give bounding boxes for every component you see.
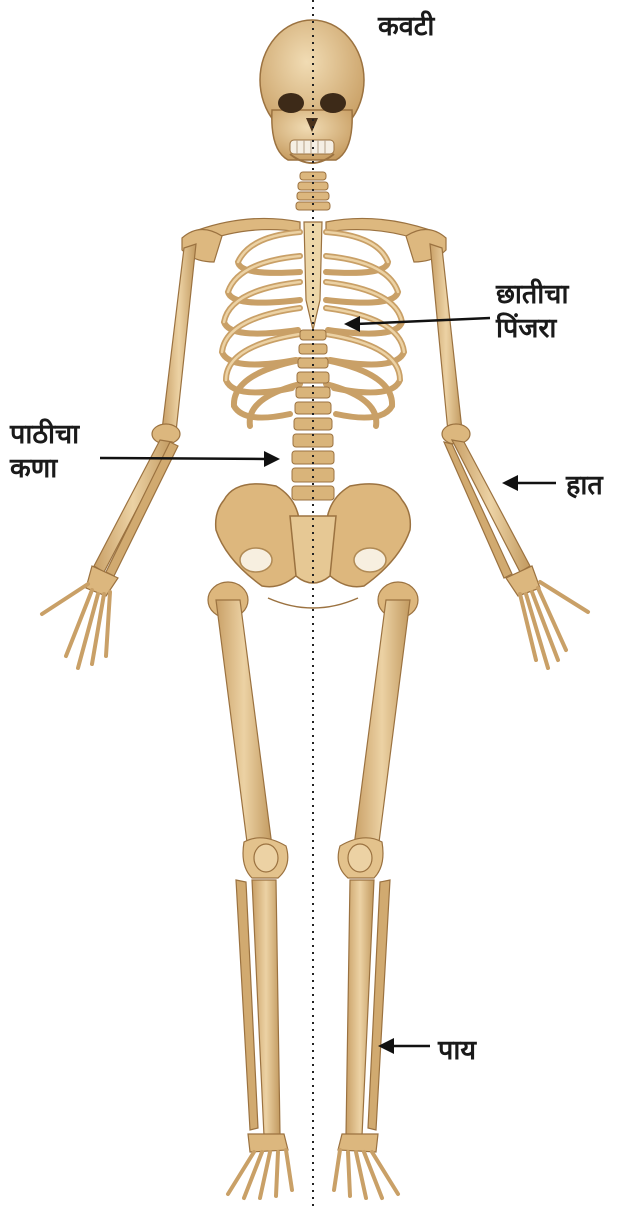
right-hand — [520, 582, 588, 668]
spine-arrow — [100, 451, 280, 467]
right-foot — [334, 1150, 398, 1198]
left-arm — [86, 244, 196, 596]
right-leg — [338, 582, 418, 1152]
left-leg — [208, 582, 288, 1152]
label-skull-text: कवटी — [378, 11, 434, 42]
left-foot — [228, 1150, 292, 1198]
label-skull: कवटी — [378, 10, 434, 44]
label-spine: पाठीचा कणा — [10, 418, 79, 486]
hand-arrow — [502, 475, 556, 491]
label-leg-text: पाय — [438, 1035, 476, 1066]
label-spine-line2: कणा — [10, 452, 79, 486]
label-hand-text: हात — [566, 470, 603, 501]
leg-arrow — [378, 1038, 430, 1054]
label-hand: हात — [566, 469, 603, 503]
label-leg: पाय — [438, 1034, 476, 1068]
label-ribcage: छातीचा पिंजरा — [496, 278, 568, 346]
left-hand — [42, 584, 110, 668]
label-ribcage-line2: पिंजरा — [496, 312, 568, 346]
label-ribcage-line1: छातीचा — [496, 278, 568, 312]
label-spine-line1: पाठीचा — [10, 418, 79, 452]
